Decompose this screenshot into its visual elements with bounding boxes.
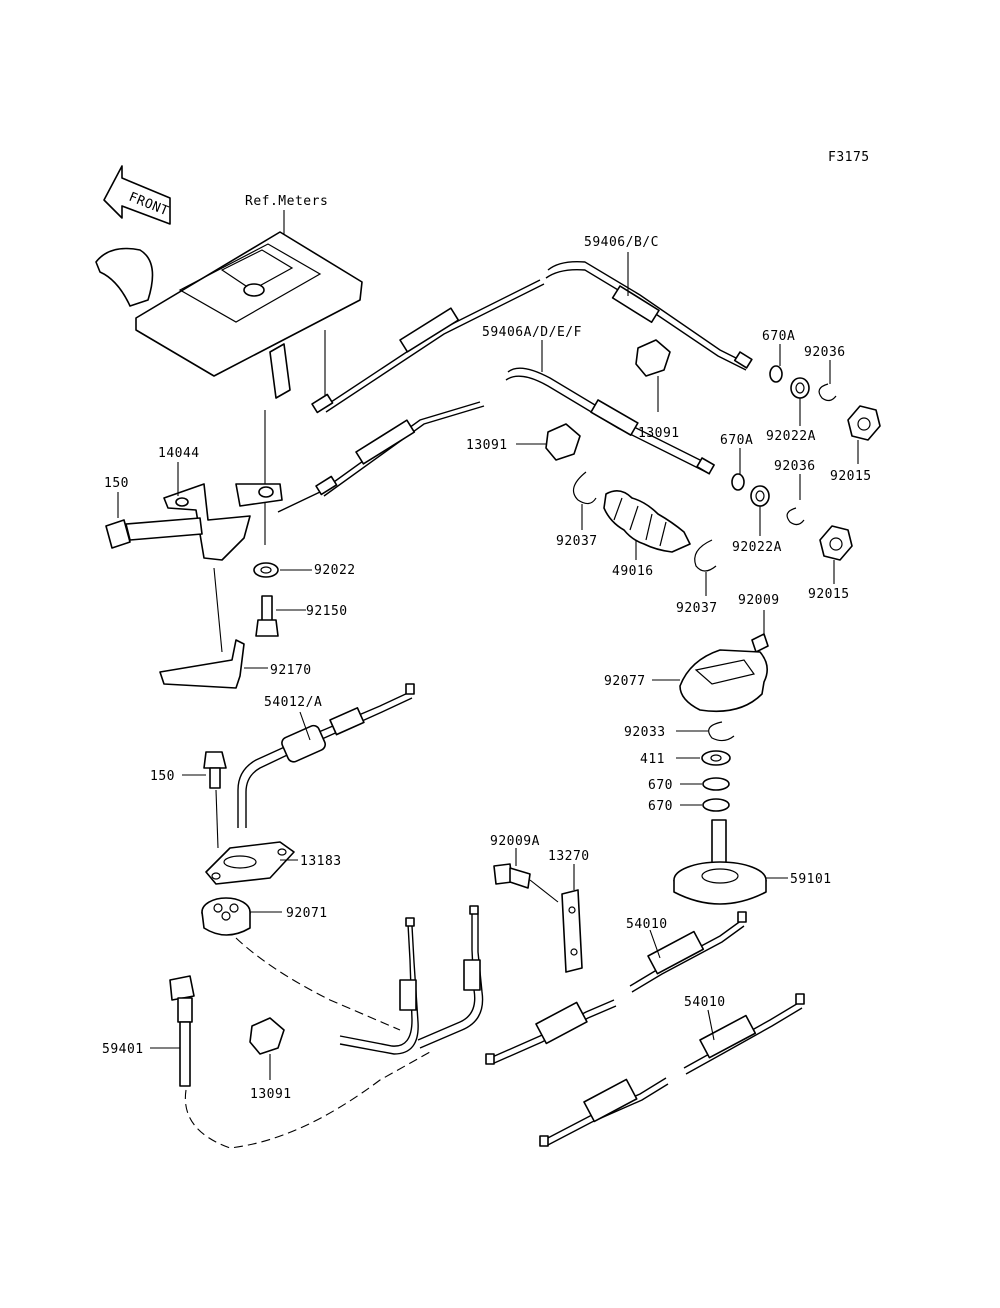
callout-92071: 92071 [286,906,328,921]
callout-92015-mid: 92015 [808,587,850,602]
callout-54012a: 54012/A [264,695,322,710]
callout-92033: 92033 [624,725,666,740]
callout-13091-bottom: 13091 [250,1087,292,1102]
cable-clip-13091-bottom [249,1017,285,1080]
cable-54010-b [539,993,805,1147]
shaft-59401 [150,975,195,1087]
callout-92037-right: 92037 [676,601,718,616]
bracket-92170 [159,567,268,689]
callout-92036-top: 92036 [804,345,846,360]
boot-49016 [603,490,691,560]
washer-411-hole [710,754,722,762]
cable-clip-13091-mid [516,423,581,461]
screw-92009 [751,610,769,653]
callout-92170: 92170 [270,663,312,678]
callout-13091-mid: 13091 [466,438,508,453]
bolt-92150 [255,595,306,637]
screw-92009a [493,848,559,903]
callout-92150: 92150 [306,604,348,619]
plate-13183 [205,841,298,885]
choke-cable-54012a [237,683,415,828]
callout-92022: 92022 [314,563,356,578]
pulley-59101 [673,819,788,905]
callout-49016: 49016 [612,564,654,579]
callout-14044: 14044 [158,446,200,461]
clamp-92037-left [572,471,597,530]
cable-54010-a [485,911,747,1065]
hardware-upper-right [731,365,881,561]
callout-59406adef: 59406A/D/E/F [482,325,582,340]
plate-13270 [561,864,583,973]
callout-92036-mid: 92036 [774,459,816,474]
front-direction-arrow: FRONT [103,165,171,225]
reference-label: Ref.Meters [245,194,328,209]
callout-92009: 92009 [738,593,780,608]
callout-59406bc: 59406/B/C [584,235,659,250]
cable-clip-13091-top [635,339,671,412]
callout-92037-left: 92037 [556,534,598,549]
callout-54010-b: 54010 [684,995,726,1010]
callout-150-mid: 150 [150,769,175,784]
washer-92022-hole [260,566,272,574]
cap-92077 [652,649,768,713]
circlip-92033 [708,721,735,742]
callout-92015-top: 92015 [830,469,872,484]
callout-92022a-top: 92022A [766,429,816,444]
callout-59101: 59101 [790,872,832,887]
callout-670-a: 670 [648,778,673,793]
callout-13183: 13183 [300,854,342,869]
choke-cable-middle [339,905,484,1055]
washer-411 [701,750,731,766]
callout-92009a: 92009A [490,834,540,849]
grommet-92071 [201,897,282,936]
callout-670-b: 670 [648,799,673,814]
callout-411: 411 [640,752,665,767]
callout-150-top: 150 [104,476,129,491]
throttle-cable-upper [311,260,753,414]
throttle-cable-lower [277,367,715,513]
o-ring-670-b [702,798,730,812]
cable-bracket-14044 [163,462,283,561]
clamp-92037-right [694,539,717,596]
washer-92022 [253,562,279,578]
callout-670a-mid: 670A [720,433,753,448]
o-ring-670-a [702,777,730,791]
meter-bracket [95,231,363,399]
bolt-150-mid [182,751,227,849]
connection-dashed-2 [184,1051,431,1149]
callout-13270: 13270 [548,849,590,864]
connection-dashed-1 [235,937,401,1031]
callout-59401: 59401 [102,1042,144,1057]
callout-54010-a: 54010 [626,917,668,932]
callout-670a-top: 670A [762,329,795,344]
callout-92022a-mid: 92022A [732,540,782,555]
callout-92077: 92077 [604,674,646,689]
figure-id: F3175 [828,150,870,165]
bolt-150-top [105,492,203,549]
callout-13091-top: 13091 [638,426,680,441]
